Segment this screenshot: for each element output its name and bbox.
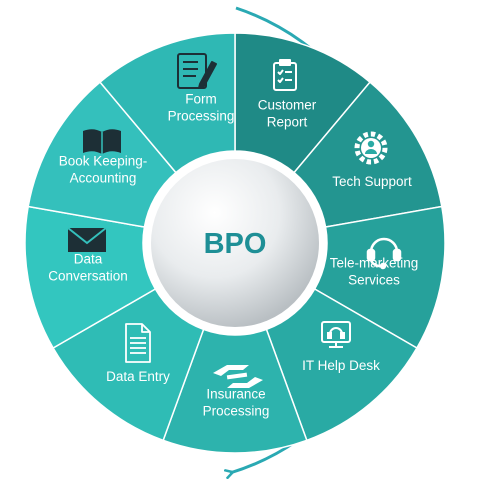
headset-icon — [366, 237, 402, 270]
segment-label-line: Accounting — [70, 171, 137, 186]
segment-label: Tech Support — [332, 174, 412, 189]
clipboard-checklist-icon — [273, 59, 297, 91]
segment-label-line: Data — [74, 252, 103, 267]
monitor-headset-icon — [321, 321, 351, 348]
segment-label-line: Report — [267, 115, 308, 130]
center-sphere — [151, 159, 319, 327]
envelope-icon — [67, 227, 107, 252]
segment-label-line: Services — [348, 273, 400, 288]
segment-label-line: Processing — [168, 109, 235, 124]
segment-label-line: Form — [185, 92, 217, 107]
segment-label-line: Insurance — [206, 387, 265, 402]
segment-label-line: Tech Support — [332, 174, 412, 189]
document-icon — [125, 323, 151, 363]
segment-label-line: Data Entry — [106, 369, 170, 384]
gear-person-icon — [354, 131, 388, 165]
segment-label: Book Keeping- Accounting — [59, 154, 148, 186]
center-label: BPO — [204, 228, 267, 260]
segment-label-line: Conversation — [48, 269, 128, 284]
segment-label-line: IT Help Desk — [302, 358, 380, 373]
segment-label-line: Processing — [203, 404, 270, 419]
open-book-icon — [83, 129, 121, 154]
handshake-icon — [213, 365, 263, 388]
segment-label-line: Book Keeping- — [59, 154, 148, 169]
segment-label: IT Help Desk — [302, 358, 380, 373]
segment-label: Data Entry — [106, 369, 170, 384]
form-pen-icon — [177, 53, 217, 89]
segment-label-line: Tele-marketing — [330, 256, 419, 271]
segment-label-line: Customer — [258, 98, 317, 113]
